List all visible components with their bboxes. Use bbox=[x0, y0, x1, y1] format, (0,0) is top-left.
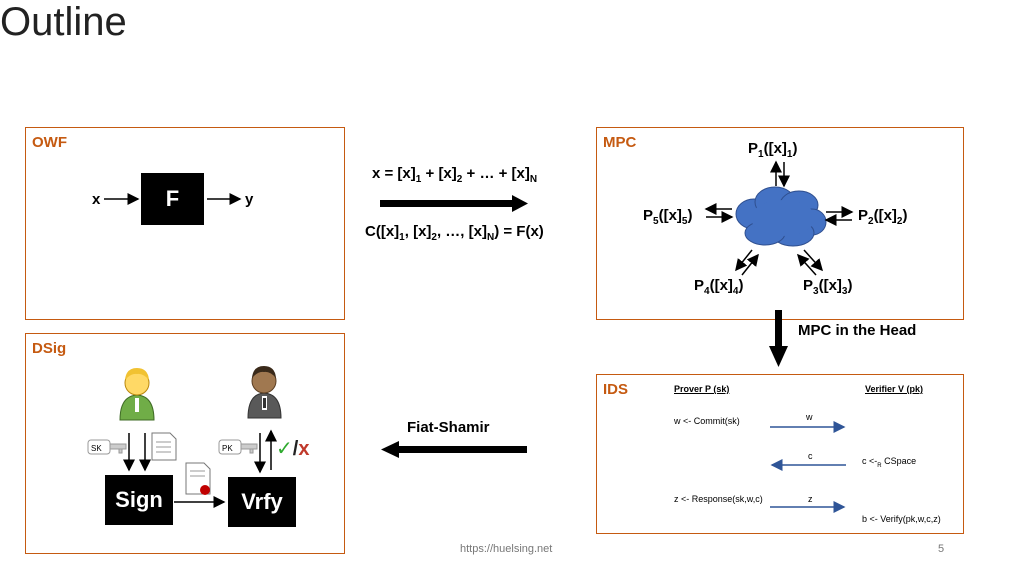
footer-url[interactable]: https://huelsing.net bbox=[460, 543, 553, 555]
owf-label: OWF bbox=[32, 134, 67, 151]
slide-title: Outline bbox=[0, 0, 127, 44]
prover-heading: Prover P (sk) bbox=[674, 384, 730, 394]
ids-label: IDS bbox=[603, 381, 629, 398]
page-number: 5 bbox=[938, 543, 945, 555]
verify-step: b <- Verify(pk,w,c,z) bbox=[862, 514, 941, 524]
owf-output: y bbox=[245, 191, 254, 208]
commit-step: w <- Commit(sk) bbox=[674, 416, 740, 426]
verify-result: ✓/x bbox=[276, 438, 310, 460]
party-3: P3([x]3) bbox=[803, 277, 853, 297]
pk-key-icon: PK bbox=[218, 439, 258, 455]
mpc-label: MPC bbox=[603, 134, 637, 151]
owf-input: x bbox=[92, 191, 101, 208]
challenge-step: c <-R CSpace bbox=[862, 456, 917, 469]
party-4: P4([x]4) bbox=[694, 277, 744, 297]
message-document-icon bbox=[151, 432, 177, 461]
share-equation: x = [x]1 + [x]2 + … + [x]N bbox=[372, 165, 538, 185]
share-arrow bbox=[380, 195, 528, 212]
check-icon: ✓ bbox=[276, 438, 293, 460]
cross-icon: x bbox=[298, 438, 310, 460]
fiat-shamir-label: Fiat-Shamir bbox=[407, 419, 490, 436]
owf-function-label: F bbox=[165, 186, 180, 211]
party-2: P2([x]2) bbox=[858, 207, 908, 227]
signed-document-icon bbox=[185, 462, 211, 495]
signer-person-icon bbox=[119, 368, 155, 421]
mpc-in-the-head-label: MPC in the Head bbox=[798, 322, 917, 339]
arrow-cloud-p4 bbox=[735, 249, 753, 272]
arrow-p3-cloud bbox=[796, 253, 817, 276]
verifier-heading: Verifier V (pk) bbox=[865, 384, 924, 394]
arrow-p4-cloud bbox=[741, 253, 759, 276]
message-w: w bbox=[806, 412, 813, 422]
mpc-to-ids-arrow bbox=[769, 310, 788, 367]
sign-label: Sign bbox=[115, 487, 163, 512]
sk-key-label: SK bbox=[91, 444, 102, 453]
circuit-equation: C([x]1, [x]2, …, [x]N) = F(x) bbox=[365, 223, 544, 243]
verify-box: Vrfy bbox=[228, 477, 296, 527]
party-1: P1([x]1) bbox=[748, 140, 798, 160]
dsig-label: DSig bbox=[32, 340, 67, 357]
verifier-person-icon bbox=[247, 366, 282, 419]
sign-box: Sign bbox=[105, 475, 173, 525]
response-step: z <- Response(sk,w,c) bbox=[674, 494, 763, 504]
mpc-cloud-icon bbox=[735, 186, 827, 247]
message-c: c bbox=[808, 451, 813, 461]
fiat-shamir-arrow bbox=[381, 441, 527, 458]
sk-key-icon: SK bbox=[87, 439, 127, 455]
owf-function-box: F bbox=[141, 173, 204, 225]
message-z: z bbox=[808, 494, 813, 504]
party-5: P5([x]5) bbox=[643, 207, 693, 227]
pk-key-label: PK bbox=[222, 444, 233, 453]
arrow-cloud-p3 bbox=[803, 249, 824, 272]
verify-label: Vrfy bbox=[241, 489, 283, 514]
